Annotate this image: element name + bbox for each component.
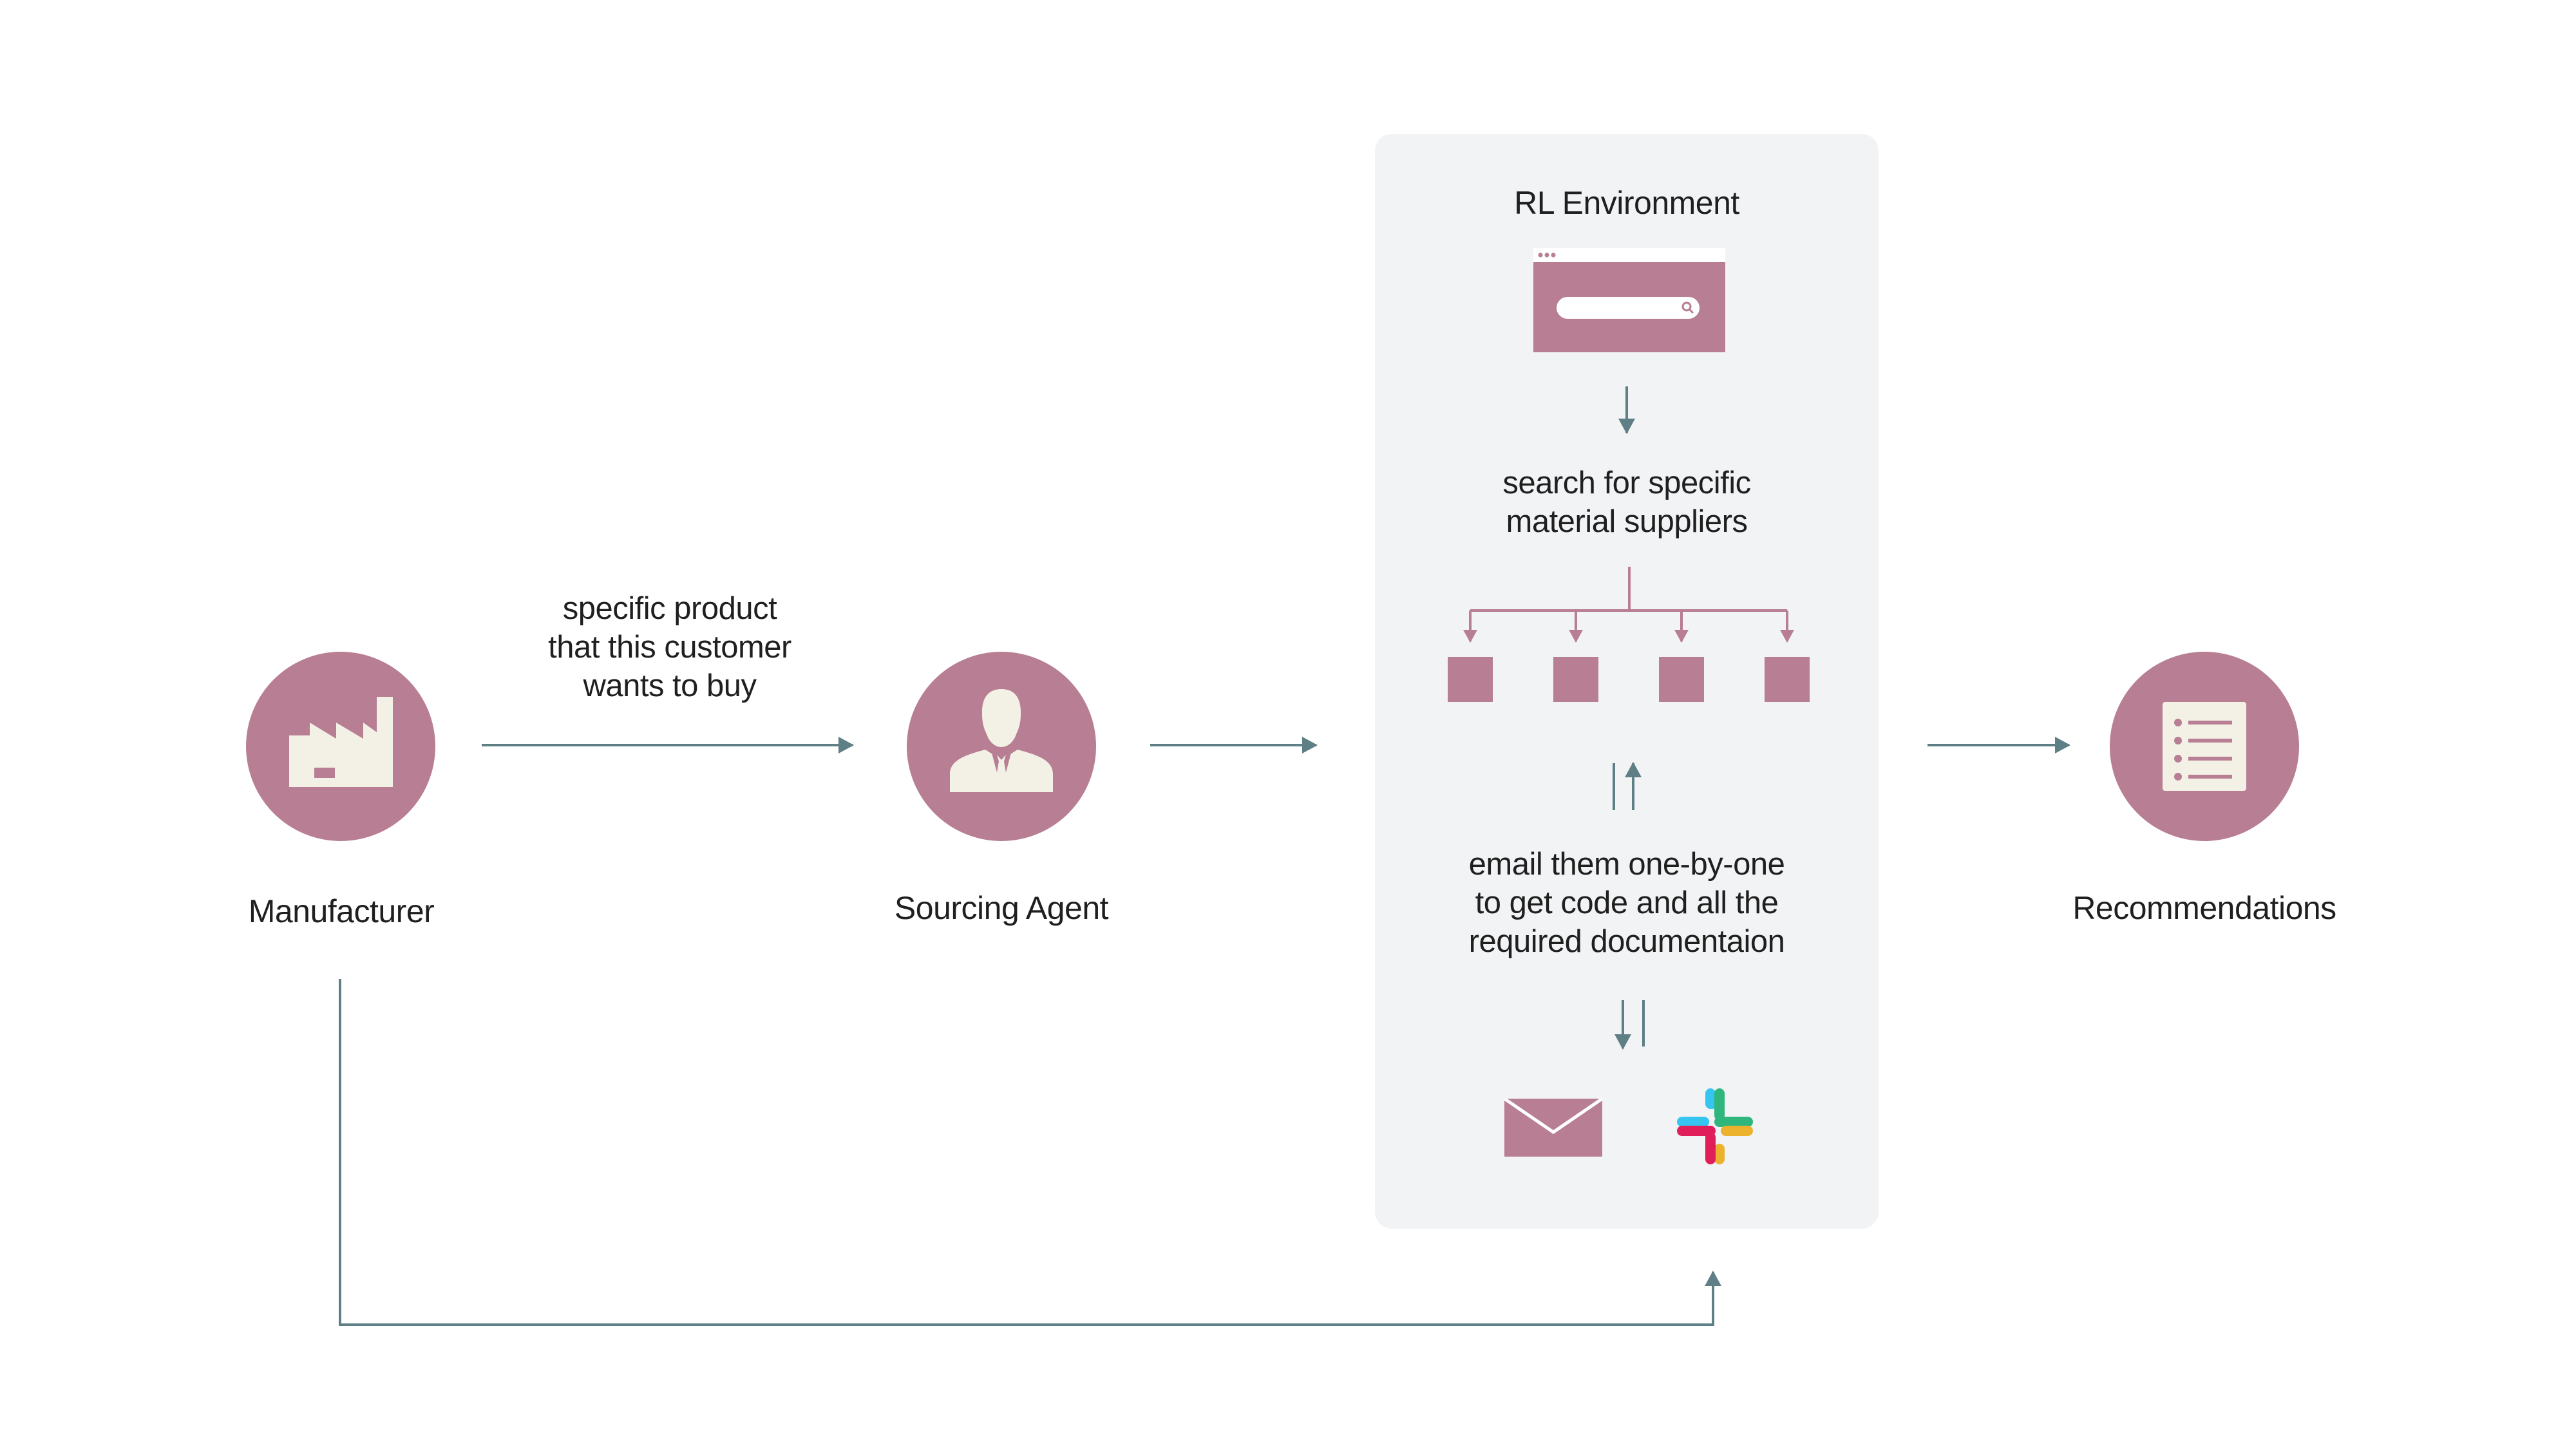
browser-search-icon [1533, 248, 1725, 352]
recommendations-label: Recommendations [2072, 890, 2336, 926]
factory-icon [289, 697, 393, 787]
supplier-node [1448, 657, 1493, 702]
supplier-node [1765, 657, 1810, 702]
recommendations-node [2110, 652, 2299, 841]
manufacturer-label: Manufacturer [248, 893, 435, 929]
supplier-node [1553, 657, 1598, 702]
sourcing-agent-label: Sourcing Agent [894, 890, 1109, 926]
step-search-suppliers: search for specific material suppliers [1502, 466, 1751, 539]
supplier-tree [1463, 567, 1794, 643]
slack-icon [1677, 1088, 1753, 1164]
edge-label-product: specific product that this customer want… [548, 591, 791, 703]
manufacturer-node [246, 652, 435, 841]
rl-environment-title: RL Environment [1514, 185, 1739, 221]
businessman-icon [950, 689, 1053, 792]
sourcing-agent-node [907, 652, 1096, 841]
email-icon [1504, 1099, 1602, 1157]
list-icon [2163, 702, 2246, 791]
arrow-manufacturer-to-environment [339, 979, 1721, 1326]
step-email-suppliers: email them one-by-one to get code and al… [1468, 847, 1785, 959]
supplier-node [1659, 657, 1704, 702]
